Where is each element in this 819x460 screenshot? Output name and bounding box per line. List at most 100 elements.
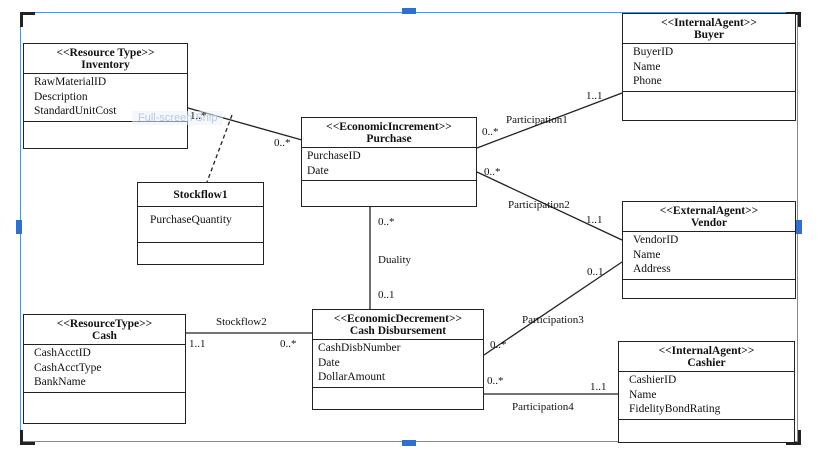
class-attributes: CashAcctID CashAcctType BankName <box>24 345 185 393</box>
attribute: BankName <box>34 376 86 388</box>
class-inventory[interactable]: <<Resource Type>> Inventory RawMaterialI… <box>23 43 188 149</box>
multiplicity-label: 0..* <box>484 166 501 178</box>
attribute: Name <box>633 60 661 73</box>
attribute: Name <box>629 388 657 401</box>
multiplicity-label: 1..* <box>190 110 207 122</box>
class-name: Vendor <box>691 217 727 229</box>
class-header: Stockflow1 <box>138 183 263 207</box>
class-header: <<EconomicIncrement>> Purchase <box>302 118 476 148</box>
attribute: VendorID <box>633 234 679 246</box>
multiplicity-label: 0..1 <box>378 289 395 301</box>
attribute: StandardUnitCost <box>34 105 117 117</box>
class-stockflow1[interactable]: Stockflow1 PurchaseQuantity <box>137 182 264 265</box>
attribute: BuyerID <box>633 46 674 58</box>
multiplicity-label: 0..* <box>490 339 507 351</box>
class-name: Stockflow1 <box>173 189 228 201</box>
multiplicity-label: 0..1 <box>587 266 604 278</box>
class-purchase[interactable]: <<EconomicIncrement>> Purchase PurchaseI… <box>301 117 477 207</box>
class-attributes: RawMaterialID Description StandardUnitCo… <box>24 74 187 122</box>
class-name: Purchase <box>366 133 412 145</box>
association-name: Duality <box>378 254 411 266</box>
class-stereotype: <<ResourceType>> <box>56 318 153 330</box>
attribute: Address <box>633 263 671 275</box>
class-name: Cash Disbursement <box>349 325 447 337</box>
multiplicity-label: 0..* <box>274 137 291 149</box>
class-cash-disbursement[interactable]: <<EconomicDecrement>> Cash Disbursement … <box>312 309 484 410</box>
multiplicity-label: 1..1 <box>590 381 607 393</box>
class-operations <box>24 393 185 403</box>
multiplicity-label: 0..* <box>482 126 499 138</box>
class-header: <<ResourceType>> Cash <box>24 315 185 345</box>
attribute: CashDisbNumber <box>318 342 401 354</box>
class-name: Cash <box>92 330 117 342</box>
attribute: Date <box>318 356 340 369</box>
class-operations <box>623 92 795 102</box>
class-header: <<EconomicDecrement>> Cash Disbursement <box>313 310 483 340</box>
attribute: FidelityBondRating <box>629 403 721 415</box>
class-operations <box>302 181 476 191</box>
class-attributes: PurchaseID Date <box>302 148 476 181</box>
line-participation3 <box>483 261 623 356</box>
selection-edge-handle[interactable] <box>402 440 416 446</box>
multiplicity-label: 0..* <box>280 338 297 350</box>
class-header: <<Resource Type>> Inventory <box>24 44 187 74</box>
snip-tooltip: Full-screen Snip <box>132 111 224 125</box>
attribute: CashAcctID <box>34 347 91 359</box>
attribute: CashierID <box>629 374 677 386</box>
attribute: Description <box>34 90 88 103</box>
selection-corner-handle[interactable] <box>786 430 801 445</box>
class-name: Cashier <box>687 357 726 369</box>
class-stereotype: <<InternalAgent>> <box>658 345 755 357</box>
class-header: <<InternalAgent>> Buyer <box>623 14 795 44</box>
class-stereotype: <<Resource Type>> <box>56 47 155 59</box>
association-name: Stockflow2 <box>216 316 267 328</box>
attribute: PurchaseID <box>307 150 361 162</box>
class-operations <box>623 280 795 290</box>
class-stereotype: <<InternalAgent>> <box>661 17 757 29</box>
class-stereotype: <<ExternalAgent>> <box>659 205 759 217</box>
class-header: <<InternalAgent>> Cashier <box>619 342 794 372</box>
association-name: Participation3 <box>522 314 584 326</box>
association-name: Participation2 <box>508 199 570 211</box>
selection-edge-handle[interactable] <box>402 8 416 14</box>
class-vendor[interactable]: <<ExternalAgent>> Vendor VendorID Name A… <box>622 201 796 299</box>
multiplicity-label: 1..1 <box>189 338 206 350</box>
selection-edge-handle[interactable] <box>796 220 802 234</box>
class-stereotype: <<EconomicDecrement>> <box>333 313 463 325</box>
class-operations <box>313 388 483 398</box>
multiplicity-label: 1..1 <box>586 90 603 102</box>
class-cash[interactable]: <<ResourceType>> Cash CashAcctID CashAcc… <box>23 314 186 424</box>
multiplicity-label: 0..* <box>487 375 504 387</box>
selection-corner-handle[interactable] <box>20 430 35 445</box>
class-name: Inventory <box>81 59 130 71</box>
multiplicity-label: 0..* <box>378 216 395 228</box>
attribute: PurchaseQuantity <box>150 214 232 226</box>
attribute: Name <box>633 248 661 261</box>
class-attributes: CashierID Name FidelityBondRating <box>619 372 794 420</box>
attribute: Phone <box>633 75 662 87</box>
line-participation1 <box>476 92 623 149</box>
line-participation2 <box>476 171 623 241</box>
attribute: Date <box>307 164 329 177</box>
class-operations <box>138 243 263 253</box>
class-attributes: BuyerID Name Phone <box>623 44 795 92</box>
selection-edge-handle[interactable] <box>16 220 22 234</box>
attribute: RawMaterialID <box>34 76 107 88</box>
association-name: Participation4 <box>512 401 574 413</box>
multiplicity-label: 1..1 <box>586 214 603 226</box>
association-name: Participation1 <box>506 114 568 126</box>
class-header: <<ExternalAgent>> Vendor <box>623 202 795 232</box>
attribute: CashAcctType <box>34 361 102 374</box>
attribute: DollarAmount <box>318 371 386 383</box>
class-attributes: PurchaseQuantity <box>138 207 263 243</box>
class-operations <box>619 420 794 430</box>
class-buyer[interactable]: <<InternalAgent>> Buyer BuyerID Name Pho… <box>622 13 796 121</box>
class-cashier[interactable]: <<InternalAgent>> Cashier CashierID Name… <box>618 341 795 443</box>
selection-corner-handle[interactable] <box>20 12 35 27</box>
class-attributes: CashDisbNumber Date DollarAmount <box>313 340 483 388</box>
class-stereotype: <<EconomicIncrement>> <box>326 121 452 133</box>
line-stockflow1-link <box>206 114 233 183</box>
class-attributes: VendorID Name Address <box>623 232 795 280</box>
class-name: Buyer <box>693 29 725 41</box>
